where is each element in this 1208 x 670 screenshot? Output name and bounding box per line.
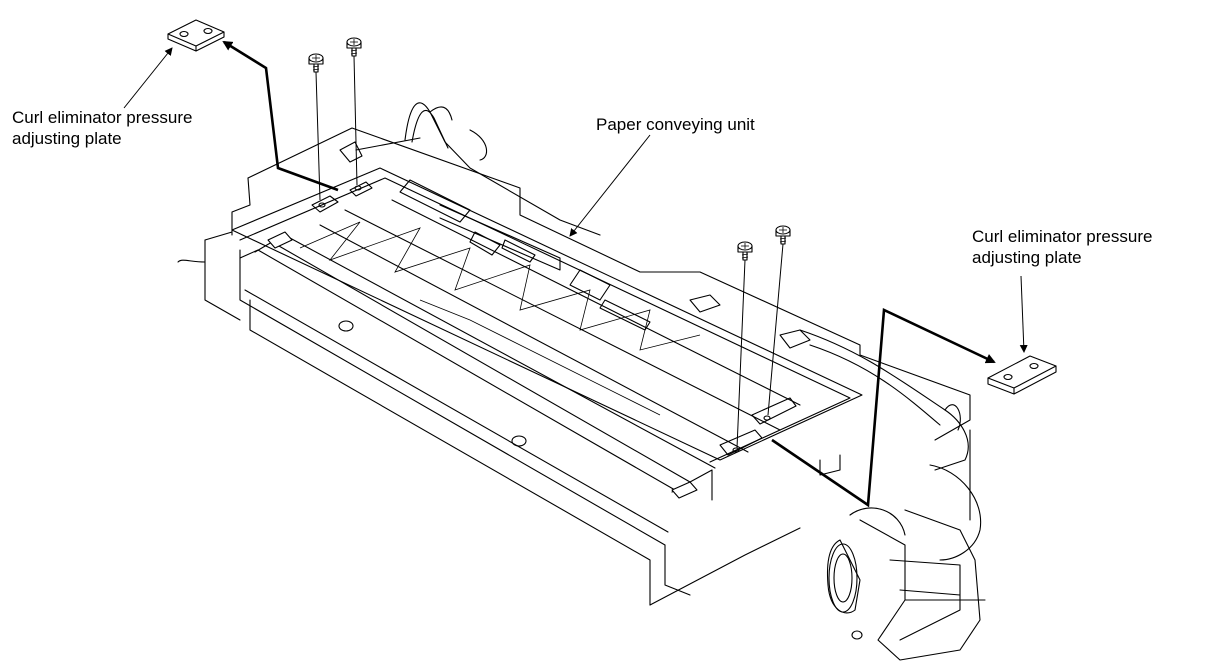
- screw-set-right: [719, 225, 797, 456]
- right-plate-label-line1: Curl eliminator pressure: [972, 227, 1153, 246]
- unit-label: Paper conveying unit: [596, 114, 755, 135]
- screw-icon: [346, 37, 362, 57]
- left-plate-label-line2: adjusting plate: [12, 129, 122, 148]
- left-pressure-plate: [167, 19, 225, 52]
- right-plate-label: Curl eliminator pressure adjusting plate: [972, 226, 1152, 268]
- left-removal-arrow: [222, 40, 339, 192]
- screw-icon: [308, 53, 324, 73]
- screw-icon: [775, 225, 791, 245]
- right-plate-label-line2: adjusting plate: [972, 248, 1082, 267]
- paper-conveying-unit-drawing: [177, 102, 986, 661]
- left-plate-label: Curl eliminator pressure adjusting plate: [12, 107, 192, 149]
- screw-icon: [737, 241, 753, 261]
- right-plate-leader: [1019, 275, 1028, 353]
- unit-label-text: Paper conveying unit: [596, 115, 755, 134]
- left-plate-leader: [123, 47, 173, 109]
- right-removal-arrow: [771, 308, 996, 508]
- right-pressure-plate: [987, 355, 1057, 395]
- left-plate-label-line1: Curl eliminator pressure: [12, 108, 193, 127]
- unit-leader: [569, 134, 651, 237]
- screw-set-left: [308, 37, 373, 213]
